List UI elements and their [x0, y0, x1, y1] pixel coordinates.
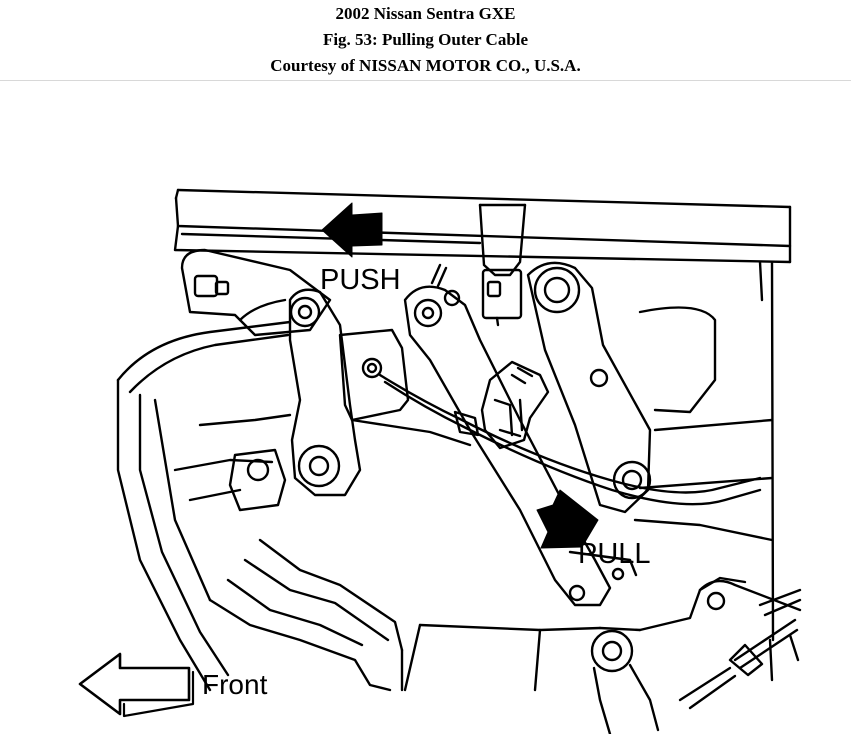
left-upper-bracket [180, 248, 332, 337]
push-label: PUSH [320, 264, 401, 296]
pull-arrow-icon [536, 489, 599, 549]
lower-left-housing [116, 320, 404, 692]
outer-cable [378, 373, 762, 506]
diagonal-link-lever [403, 263, 638, 607]
left-fastener-block [228, 448, 287, 512]
lower-housing-edge [403, 576, 747, 692]
upper-housing-frame [173, 188, 792, 642]
cable-diagram: PUSH PULL Front [0, 81, 851, 734]
figure-caption: Fig. 53: Pulling Outer Cable [322, 30, 529, 49]
main-lever-arm [288, 288, 362, 497]
right-guide-plate [633, 306, 774, 542]
lower-right-fastener [611, 460, 652, 581]
figure-credit: Courtesy of NISSAN MOTOR CO., U.S.A. [270, 56, 581, 75]
small-bracket-plate [338, 328, 472, 447]
front-label: Front [202, 669, 268, 700]
front-arrow-icon [78, 652, 195, 718]
push-arrow-icon [321, 202, 383, 258]
pull-label: PULL [578, 538, 651, 570]
upper-right-lever [526, 261, 652, 514]
header-divider [0, 80, 851, 81]
secondary-cable-fitting [678, 579, 802, 710]
center-clip [478, 203, 527, 327]
cable-clip [480, 360, 550, 450]
bottom-fastener [590, 629, 660, 734]
figure-header: 2002 Nissan Sentra GXE Fig. 53: Pulling … [0, 0, 851, 80]
vehicle-title: 2002 Nissan Sentra GXE [335, 4, 516, 23]
